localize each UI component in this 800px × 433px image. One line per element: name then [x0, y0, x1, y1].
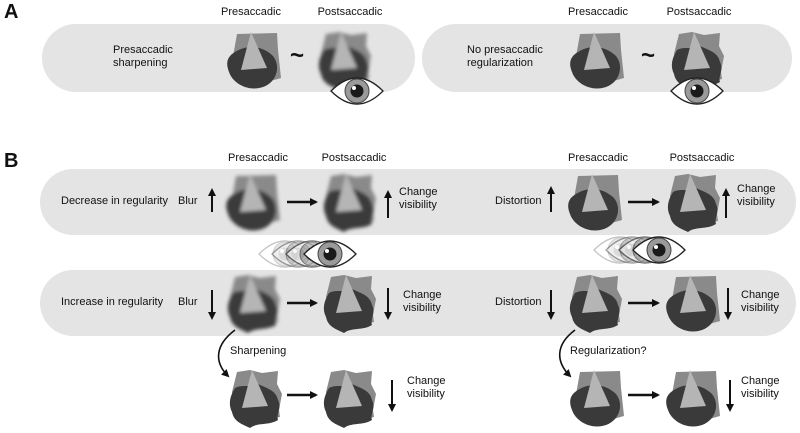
row-label: Increase in regularity — [61, 296, 164, 308]
curved-arrow-icon — [558, 329, 576, 378]
row-label: Presaccadic sharpening — [113, 44, 173, 69]
stimulus-shape-icon — [227, 275, 280, 333]
similar-symbol: ~ — [290, 42, 305, 69]
stimulus-shape-icon — [568, 174, 622, 231]
factor-label: Distortion — [495, 195, 542, 207]
header-presaccadic: Presaccadic — [221, 6, 281, 18]
stimulus-shape-icon — [227, 32, 281, 89]
stimulus-shape-icon — [229, 370, 282, 428]
header-presaccadic: Presaccadic — [568, 152, 628, 164]
stimulus-shape-icon — [226, 174, 280, 231]
change-visibility-label: Change visibility — [741, 289, 780, 314]
factor-label: Distortion — [495, 296, 542, 308]
curved-arrow-icon — [217, 329, 236, 378]
process-label: Regularization? — [570, 345, 647, 357]
stimulus-shape-icon — [666, 370, 720, 427]
factor-label: Blur — [178, 195, 198, 207]
stimulus-shape-icon — [323, 275, 376, 333]
header-postsaccadic: Postsaccadic — [317, 6, 383, 18]
stimulus-shape-icon — [570, 370, 624, 427]
row-label: No presaccadic regularization — [467, 44, 543, 69]
panel-b-letter: B — [4, 150, 19, 172]
similar-symbol: ~ — [641, 42, 656, 69]
header-postsaccadic: Postsaccadic — [666, 6, 732, 18]
stimulus-shape-icon — [323, 174, 376, 232]
factor-label: Blur — [178, 296, 198, 308]
change-visibility-label: Change visibility — [741, 375, 780, 400]
process-label: Sharpening — [230, 345, 287, 357]
change-visibility-label: Change visibility — [407, 375, 446, 400]
row-label: Decrease in regularity — [61, 195, 168, 207]
header-presaccadic: Presaccadic — [568, 6, 628, 18]
stimulus-shape-icon — [570, 32, 624, 89]
stimulus-shape-icon — [323, 370, 376, 428]
change-visibility-label: Change visibility — [403, 289, 442, 314]
header-postsaccadic: Postsaccadic — [669, 152, 735, 164]
change-visibility-label: Change visibility — [399, 186, 438, 211]
change-visibility-label: Change visibility — [737, 183, 776, 208]
stimulus-shape-icon — [666, 275, 720, 332]
header-presaccadic: Presaccadic — [228, 152, 288, 164]
stimulus-shape-icon — [667, 174, 720, 232]
header-postsaccadic: Postsaccadic — [321, 152, 387, 164]
panel-a-letter: A — [4, 1, 19, 23]
stimulus-shape-icon — [569, 275, 622, 333]
